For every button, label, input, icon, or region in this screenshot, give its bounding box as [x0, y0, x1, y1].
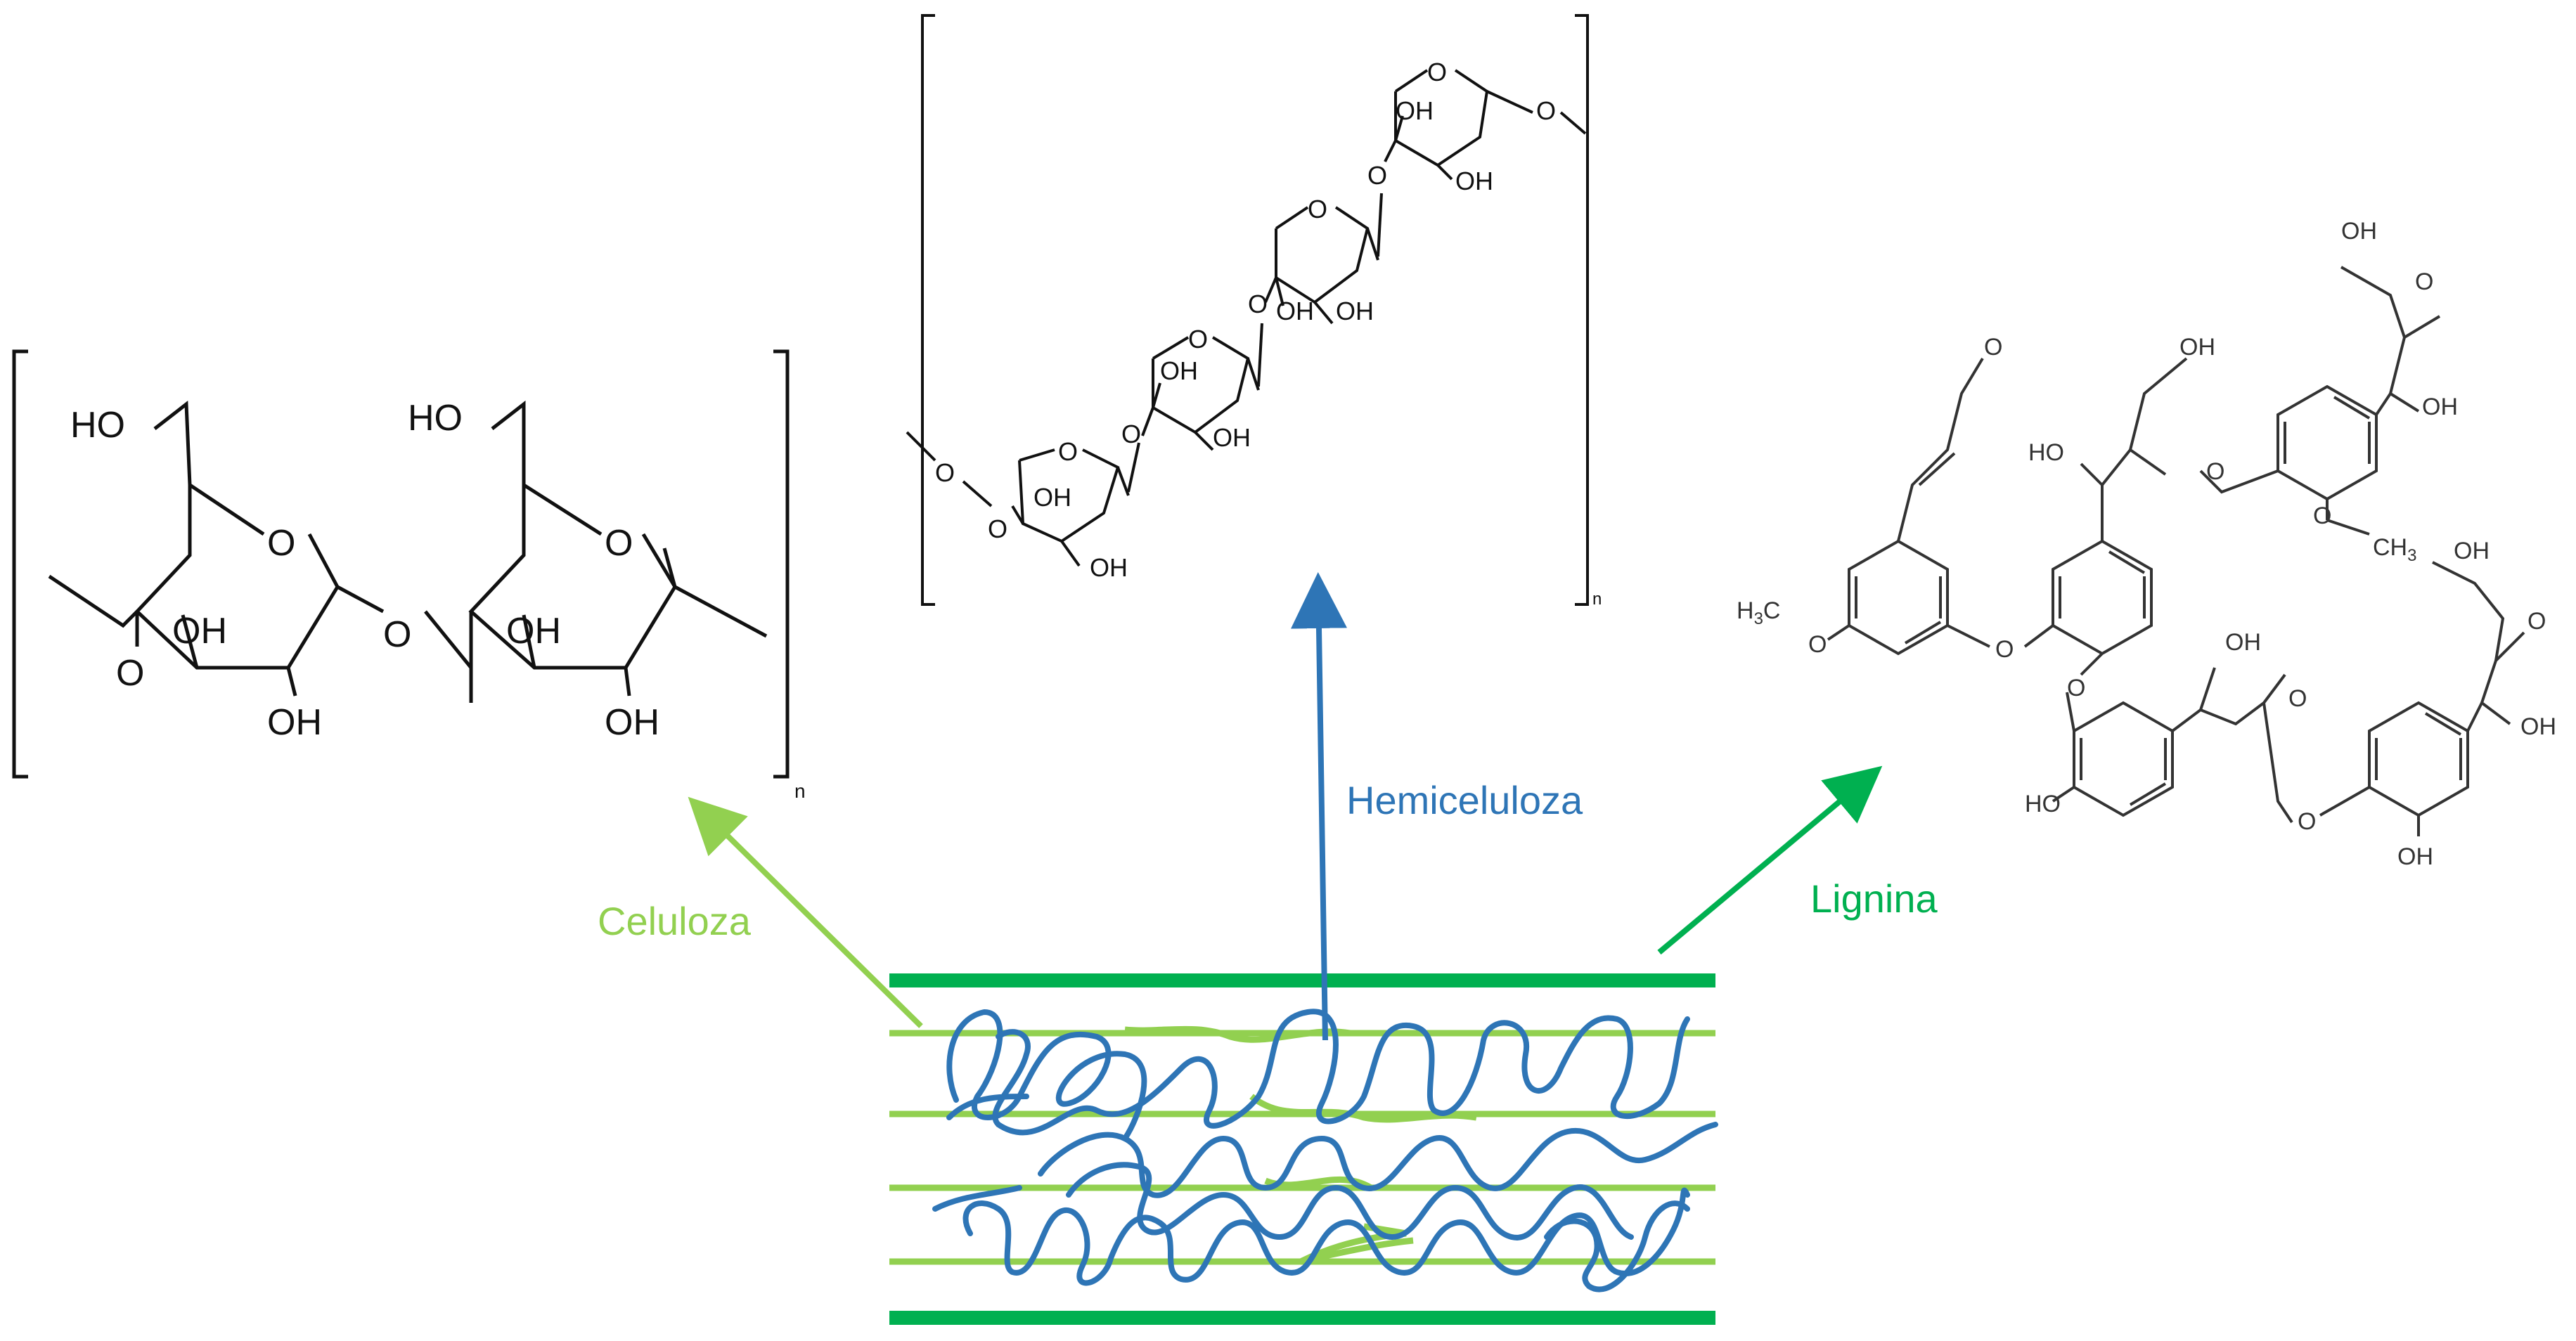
hemicellulose-strands	[932, 1009, 1718, 1293]
lignin-oh-side-2: OH	[2520, 713, 2556, 740]
lignin-oh-top-3: OH	[2454, 538, 2490, 564]
lignin-h3c: H3C	[1737, 597, 1780, 628]
hemicellulose-structure	[906, 14, 1589, 606]
hemicellulose-oh-8: OH	[1455, 167, 1493, 195]
cellulose-ring-2	[468, 483, 677, 670]
cellulose-ho-1: HO	[70, 405, 125, 446]
lignin-o-ketone-2: O	[2527, 608, 2546, 635]
cellulose-fibers	[889, 1025, 1715, 1265]
hemicellulose-atom-labels: O O O OH OH O O OH OH O O OH OH O O OH O…	[935, 58, 1602, 609]
lignin-o-ketone-3: O	[2288, 685, 2307, 712]
hemicellulose-o-link-end: O	[1536, 96, 1556, 125]
cellulose-ho-2: HO	[408, 398, 463, 439]
lignin-o-ether-2: O	[2067, 675, 2085, 701]
celuloza-label: Celuloza	[598, 899, 752, 943]
hemicellulose-subscript-n: n	[1592, 590, 1602, 609]
lignin-o-ether-3: O	[2206, 458, 2224, 485]
celuloza-arrow	[688, 796, 923, 1028]
hemicellulose-o-ring-1: O	[1058, 437, 1078, 466]
lignin-o-ketone-1: O	[2415, 268, 2433, 295]
lignin-oh-side-1: OH	[2422, 394, 2458, 420]
hemicellulose-oh-1: OH	[1033, 483, 1071, 512]
hemicellulose-o-link-2: O	[988, 514, 1007, 543]
lignin-ch3: CH3	[2373, 534, 2416, 565]
lignin-o-ether-1: O	[1995, 636, 2014, 663]
hemicellulose-o-link-3: O	[1121, 420, 1141, 448]
lignin-o-methoxy-1: O	[1808, 631, 1827, 658]
cellulose-ring-1	[134, 483, 340, 670]
cellulose-right-bracket	[773, 349, 790, 779]
cellulose-o-link: O	[383, 614, 411, 655]
lignin-ho-1: HO	[2028, 439, 2064, 466]
lignin-o-ether-4: O	[2298, 808, 2316, 835]
hemicellulose-oh-5: OH	[1276, 297, 1314, 325]
hemicellulose-oh-6: OH	[1336, 297, 1374, 325]
hemicellulose-oh-2: OH	[1090, 553, 1128, 582]
hemicellulose-left-bracket	[921, 14, 935, 606]
lignin-oh-bottom: OH	[2397, 843, 2433, 870]
hemicellulose-o-link-1: O	[935, 458, 955, 487]
cellulose-structure	[12, 349, 790, 779]
lignina-arrow	[1657, 765, 1883, 955]
cellulose-subscript-n: n	[794, 780, 806, 802]
lignin-o-aldehyde: O	[1984, 334, 2002, 361]
lignin-structure	[1827, 266, 2525, 836]
hemicellulose-o-ring-4: O	[1427, 58, 1447, 86]
hemiceluloza-arrow	[1290, 572, 1347, 1041]
hemicellulose-o-ring-3: O	[1308, 195, 1327, 224]
hemicellulose-right-bracket	[1575, 14, 1589, 606]
cellulose-oh-4: OH	[605, 702, 659, 743]
lignin-oh-top-1: OH	[2179, 334, 2215, 361]
hemicellulose-o-link-4: O	[1248, 290, 1268, 318]
cellulose-o-ring-2: O	[605, 523, 633, 564]
hemicellulose-oh-3: OH	[1160, 356, 1198, 385]
lignin-atom-labels: O H3C O O O HO OH O O CH3 OH O OH OH O O…	[1737, 218, 2556, 870]
cellulose-o-ring-1: O	[267, 523, 295, 564]
hemicellulose-o-link-5: O	[1367, 161, 1387, 190]
hemicellulose-o-ring-2: O	[1188, 325, 1208, 354]
lignin-oh-mid: OH	[2225, 629, 2261, 656]
lignin-o-methoxy-2: O	[2313, 503, 2331, 529]
hemicellulose-oh-7: OH	[1396, 96, 1434, 125]
cellulose-o-left: O	[116, 653, 144, 694]
cellulose-atom-labels: HO HO O O O O OH OH OH OH n	[70, 398, 806, 802]
hemiceluloza-label: Hemiceluloza	[1346, 778, 1583, 822]
lignin-ho-bottom: HO	[2025, 791, 2061, 817]
cellulose-left-bracket	[12, 349, 28, 779]
lignina-label: Lignina	[1810, 876, 1938, 921]
fiber-bundle	[889, 973, 1718, 1325]
cellulose-oh-1: OH	[172, 611, 227, 652]
hemicellulose-oh-4: OH	[1213, 423, 1251, 452]
lignin-oh-top-2: OH	[2341, 218, 2377, 245]
cellulose-oh-3: OH	[506, 611, 561, 652]
cellulose-oh-2: OH	[267, 702, 322, 743]
